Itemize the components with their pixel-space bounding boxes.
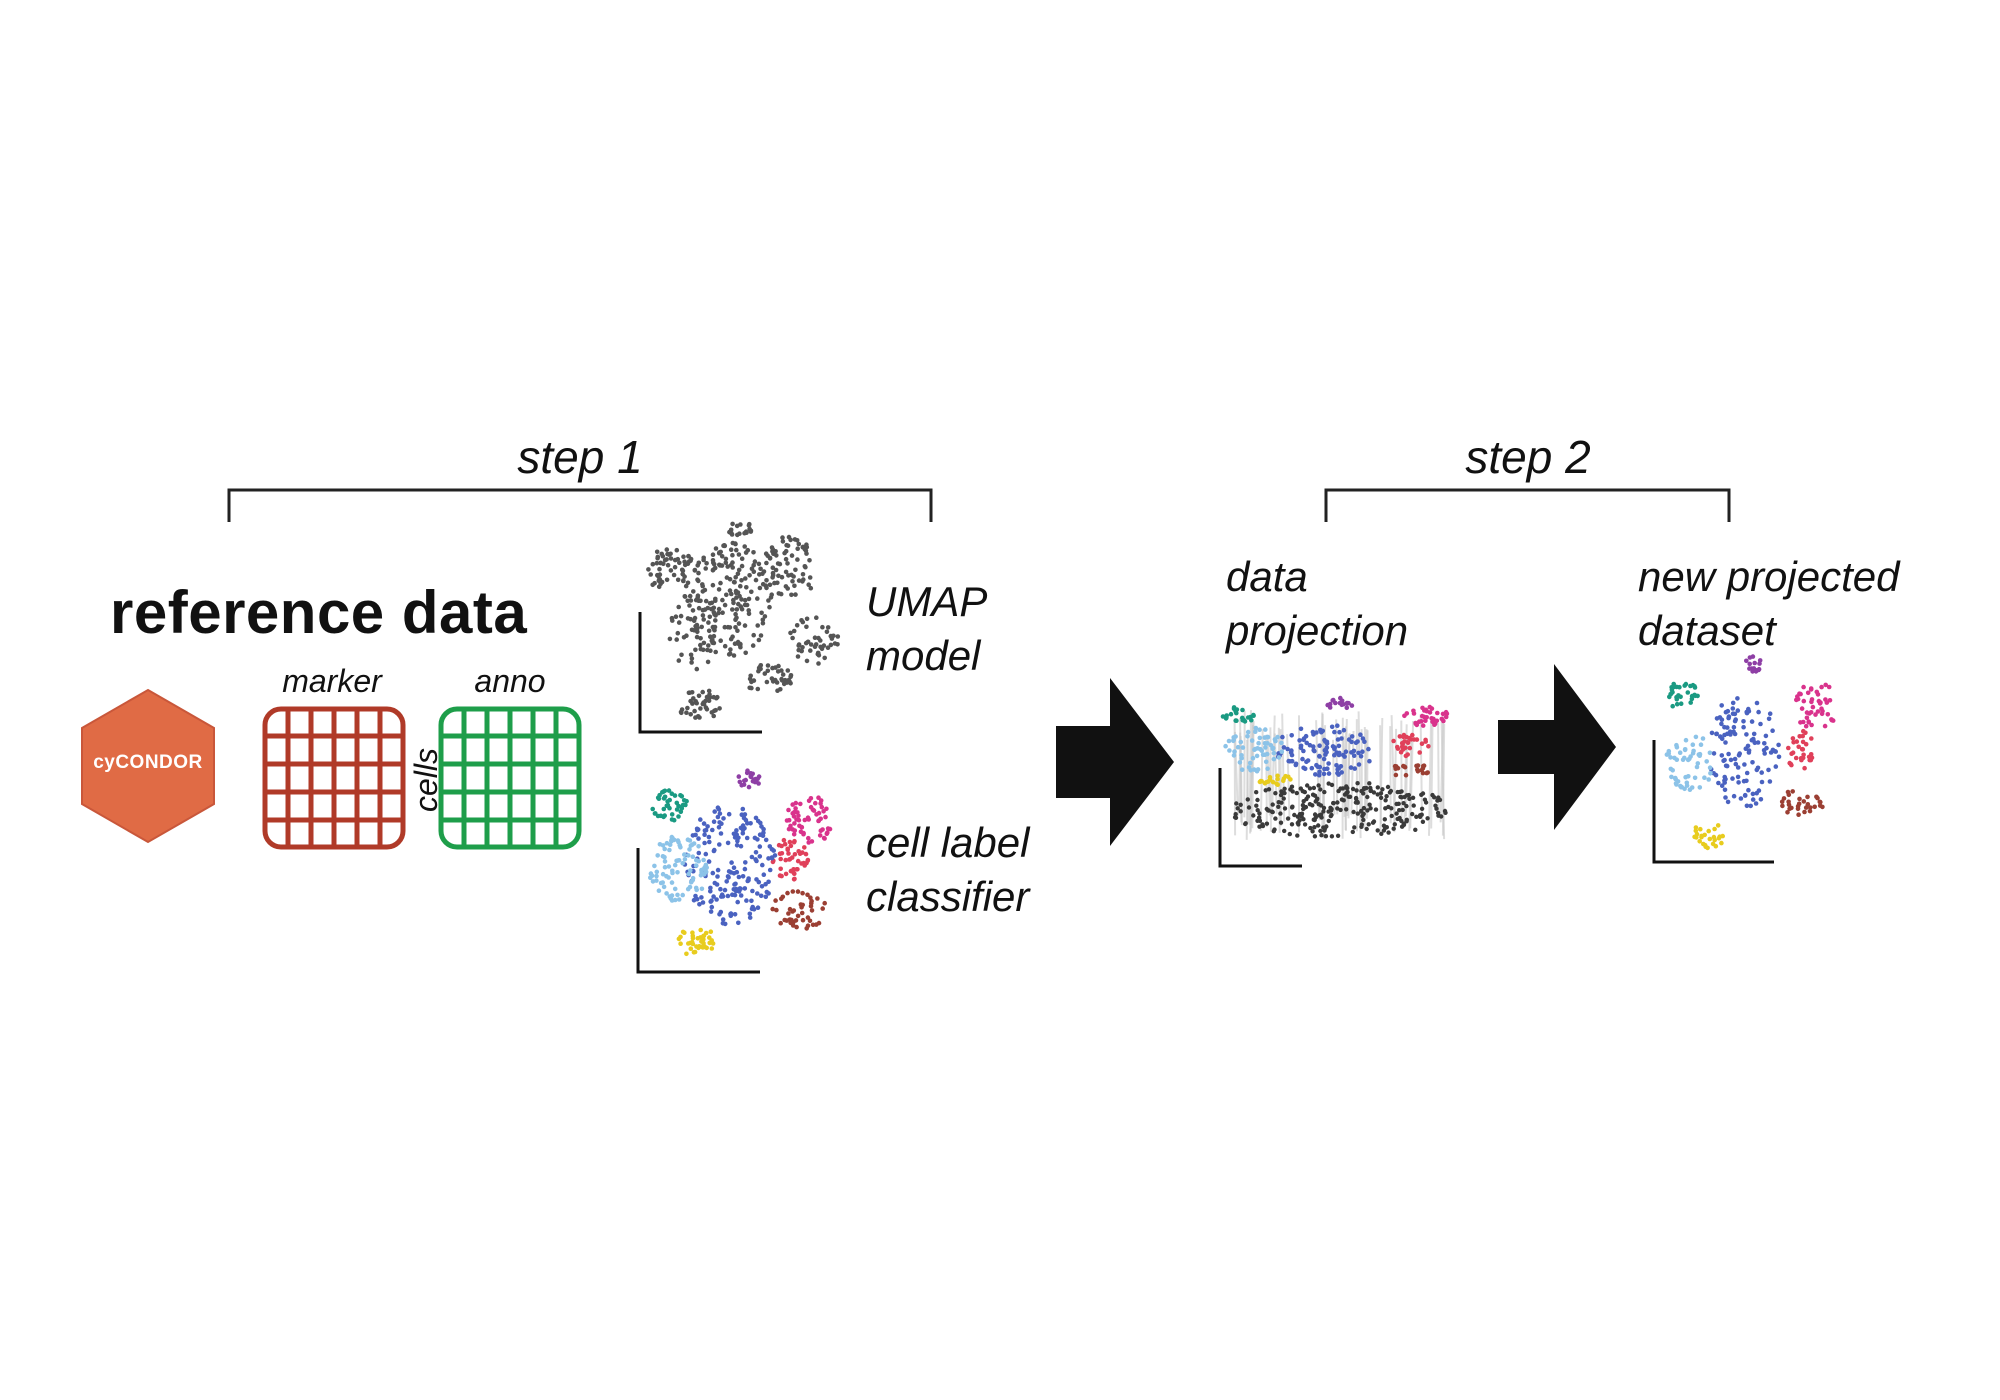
- classifier-axes: [636, 848, 760, 974]
- marker-label: marker: [282, 663, 382, 699]
- umap-cluster-6: [747, 663, 794, 693]
- result-yellow: [1692, 823, 1725, 851]
- hexagon-logo-icon: [81, 688, 215, 844]
- cluster-blue: [682, 805, 778, 927]
- projection-gray-cloud: [1232, 781, 1448, 839]
- umap-cluster-0: [646, 547, 698, 590]
- reference-data-title: reference data: [110, 579, 528, 646]
- cycondor-logo: cyCONDOR: [78, 688, 218, 844]
- cluster-pink: [784, 795, 833, 845]
- umap-cluster-5: [788, 615, 834, 666]
- proj-brown: [1392, 763, 1430, 778]
- proj-yellow: [1257, 773, 1293, 787]
- step1-bracket: [227, 488, 933, 522]
- classifier-label-line1: cell label: [866, 819, 1030, 866]
- cluster-brown: [770, 889, 827, 931]
- right-arrow-icon: [1498, 664, 1616, 830]
- step1-label: step 1: [517, 431, 643, 483]
- umap-axes: [638, 612, 762, 734]
- step2-bracket: [1324, 488, 1731, 522]
- proj-pink: [1402, 704, 1450, 728]
- result-pink: [1794, 682, 1836, 729]
- proj-lightblue: [1223, 725, 1285, 774]
- classifier-label-line2: classifier: [866, 873, 1030, 920]
- anno-label: anno: [474, 663, 546, 699]
- cluster-purple: [736, 768, 762, 790]
- umap-label-line1: UMAP: [866, 578, 988, 625]
- logo-text: cyCONDOR: [93, 752, 203, 773]
- data-projection-plot: [1218, 695, 1450, 868]
- marker-grid-icon: [262, 706, 406, 850]
- result-blue: [1708, 696, 1782, 809]
- proj-teal: [1220, 705, 1256, 724]
- umap-model-plot: [638, 521, 841, 734]
- umap-cluster-8: [828, 633, 841, 647]
- right-arrow-icon: [1056, 678, 1174, 846]
- result-axes: [1652, 740, 1774, 864]
- proj-red: [1391, 732, 1431, 759]
- umap-cluster-2: [761, 534, 814, 598]
- result-label-line2: dataset: [1638, 607, 1776, 654]
- cluster-red: [770, 837, 811, 882]
- projection-axes: [1218, 768, 1302, 868]
- result-red: [1786, 728, 1815, 771]
- result-label-line1: new projected: [1638, 553, 1900, 600]
- anno-grid-icon: [438, 706, 582, 850]
- cluster-teal: [650, 788, 689, 823]
- new-projected-dataset-plot: [1652, 654, 1836, 864]
- umap-label-line2: model: [866, 632, 981, 679]
- step2-label: step 2: [1465, 431, 1591, 483]
- result-purple: [1744, 654, 1763, 674]
- umap-cluster-4: [667, 589, 721, 672]
- proj-purple: [1325, 695, 1355, 711]
- result-lightblue: [1664, 734, 1713, 792]
- cluster-lightblue: [648, 834, 709, 903]
- cluster-yellow: [676, 927, 716, 957]
- result-brown: [1779, 789, 1825, 817]
- projection-label-line2: projection: [1226, 607, 1409, 654]
- projection-label-line1: data: [1226, 553, 1308, 600]
- umap-cluster-3: [727, 521, 754, 538]
- proj-blue: [1275, 723, 1372, 778]
- umap-cluster-7: [678, 688, 722, 720]
- classifier-plot: [636, 768, 833, 974]
- result-teal: [1667, 681, 1700, 709]
